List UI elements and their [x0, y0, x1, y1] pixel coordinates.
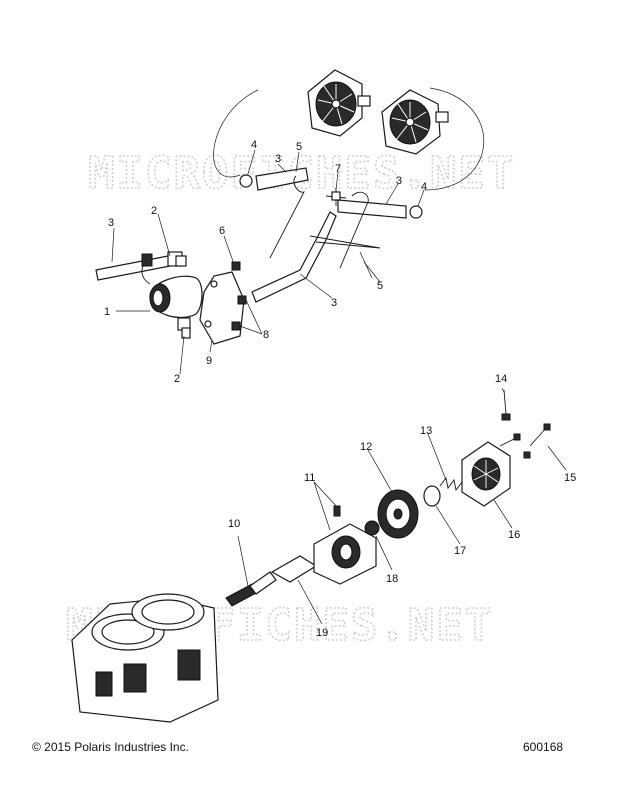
callout-16: 16	[508, 529, 520, 541]
callout-14: 14	[495, 373, 507, 385]
tee-fitting	[325, 188, 347, 206]
callout-12: 12	[360, 441, 372, 453]
screw-8b	[231, 321, 241, 331]
leader-lines	[111, 149, 567, 625]
callout-19: 19	[316, 627, 328, 639]
housing-left	[307, 69, 371, 137]
callout-15: 15	[564, 472, 576, 484]
cylinder-block	[71, 593, 219, 723]
callout-4-left: 4	[251, 139, 257, 151]
callout-7: 7	[335, 163, 341, 175]
screw-15c	[523, 451, 531, 459]
hose-upper-right	[337, 199, 407, 219]
callout-4-right: 4	[421, 181, 427, 193]
screw-14	[501, 389, 511, 421]
callout-2-lower: 2	[174, 373, 180, 385]
gasket	[270, 555, 318, 583]
screw-8a	[237, 295, 247, 305]
plate	[423, 485, 441, 507]
callout-11: 11	[304, 472, 315, 484]
fitting-upper	[167, 251, 187, 267]
arc-right	[424, 87, 485, 191]
cover	[461, 441, 511, 507]
callout-8: 8	[263, 329, 269, 341]
callout-13: 13	[420, 425, 432, 437]
screw-15b	[529, 423, 551, 447]
document-number: 600168	[523, 740, 564, 754]
base-housing	[313, 523, 377, 585]
callout-5-upper: 5	[296, 141, 302, 153]
clamp-wire	[309, 235, 381, 249]
callout-9: 9	[206, 355, 212, 367]
cap-right	[409, 205, 423, 219]
callout-5-lower: 5	[377, 280, 383, 292]
cap-left	[239, 174, 253, 188]
hose-left	[95, 255, 171, 281]
fitting-lower	[177, 317, 191, 339]
screw-15a	[499, 433, 521, 447]
callout-18: 18	[386, 573, 398, 585]
screw-6	[231, 261, 241, 271]
hose-upper-left	[255, 167, 309, 191]
check-valve	[364, 520, 380, 536]
callout-17: 17	[454, 545, 466, 557]
callout-1: 1	[104, 306, 110, 318]
hose-bent	[251, 211, 337, 303]
pin-11	[333, 505, 341, 517]
callout-10: 10	[228, 518, 240, 530]
callout-3-upper-right: 3	[396, 175, 402, 187]
copyright-notice: © 2015 Polaris Industries Inc.	[32, 740, 189, 754]
clamp-right	[339, 191, 369, 269]
callout-3-lower: 3	[331, 297, 337, 309]
clamp-left	[269, 175, 305, 259]
bracket	[199, 271, 245, 345]
callout-6: 6	[219, 225, 225, 237]
solenoid	[141, 253, 203, 318]
spring	[439, 476, 463, 492]
callout-2-upper: 2	[151, 205, 157, 217]
callout-3-left: 3	[108, 217, 114, 229]
diaphragm	[377, 489, 419, 539]
housing-right	[381, 89, 449, 155]
elbow-fitting	[225, 571, 277, 607]
callout-3-upper-left: 3	[275, 153, 281, 165]
